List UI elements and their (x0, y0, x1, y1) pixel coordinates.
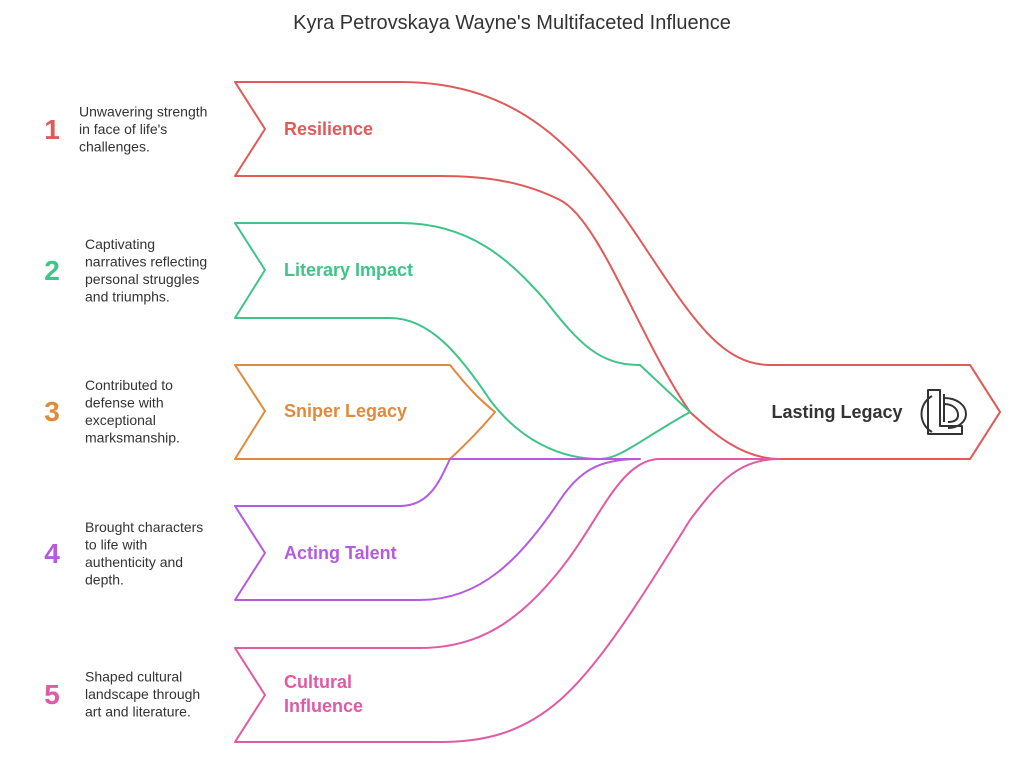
item-label: Influence (284, 696, 363, 716)
item-description-line: in face of life's (79, 121, 167, 137)
item-description-line: marksmanship. (85, 429, 180, 445)
item-description-line: and triumphs. (85, 288, 170, 304)
item-description-line: Contributed to (85, 377, 173, 393)
item-description-line: landscape through (85, 686, 200, 702)
item-label: Resilience (284, 119, 373, 139)
item-description-line: exceptional (85, 412, 156, 428)
item-number: 5 (44, 679, 60, 710)
item-label: Cultural (284, 672, 352, 692)
item-number: 1 (44, 114, 60, 145)
item-label: Sniper Legacy (284, 401, 407, 421)
item-description-line: Brought characters (85, 519, 203, 535)
target-node: Lasting Legacy (770, 364, 1001, 460)
target-arrow-shape (770, 364, 1001, 460)
flow-band-literary-impact (234, 222, 691, 460)
item-label: Literary Impact (284, 260, 413, 280)
item-description-line: depth. (85, 571, 124, 587)
flow-band-cultural-influence (234, 458, 781, 743)
flow-band-resilience (234, 81, 1001, 460)
item-number: 2 (44, 255, 60, 286)
diagram-title: Kyra Petrovskaya Wayne's Multifaceted In… (293, 12, 731, 34)
item-description-line: defense with (85, 394, 164, 410)
item-number: 3 (44, 396, 60, 427)
item-description-line: art and literature. (85, 704, 191, 720)
item-label: Acting Talent (284, 543, 397, 563)
item-description-line: Unwavering strength (79, 104, 207, 120)
item-description-line: Shaped cultural (85, 669, 182, 685)
flow-band-acting-talent (234, 458, 641, 601)
item-description-line: Captivating (85, 236, 155, 252)
item-description-line: narratives reflecting (85, 253, 207, 269)
flow-bands (234, 81, 1001, 743)
flow-band-sniper-legacy (234, 364, 496, 460)
target-label: Lasting Legacy (771, 402, 902, 422)
item-number: 4 (44, 538, 60, 569)
item-description-line: authenticity and (85, 554, 183, 570)
item-description-line: challenges. (79, 139, 150, 155)
item-description-line: personal struggles (85, 271, 199, 287)
legacy-logo-icon (920, 389, 967, 435)
item-description-line: to life with (85, 536, 147, 552)
